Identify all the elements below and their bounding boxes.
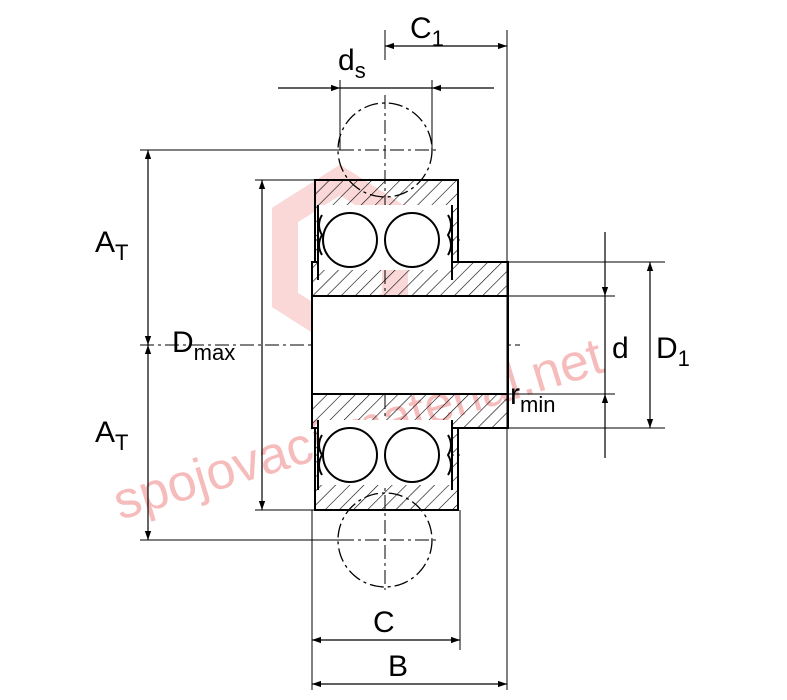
dimension-lines (144, 42, 654, 688)
ball-set (317, 205, 453, 490)
label-c1: C1 (410, 12, 444, 51)
label-dmax: Dmax (172, 326, 235, 365)
label-b: B (388, 650, 408, 683)
label-at-top: AT (95, 226, 128, 265)
label-c: C (373, 606, 395, 639)
label-at-bottom: AT (95, 416, 128, 455)
label-rmin: rmin (510, 378, 555, 417)
label-ds: ds (338, 44, 366, 83)
label-d: d (612, 332, 629, 365)
label-d1: D1 (656, 332, 690, 371)
inner-ring (311, 261, 509, 429)
dimension-labels: C1 ds AT AT Dmax d D1 rmin C B (95, 12, 690, 683)
